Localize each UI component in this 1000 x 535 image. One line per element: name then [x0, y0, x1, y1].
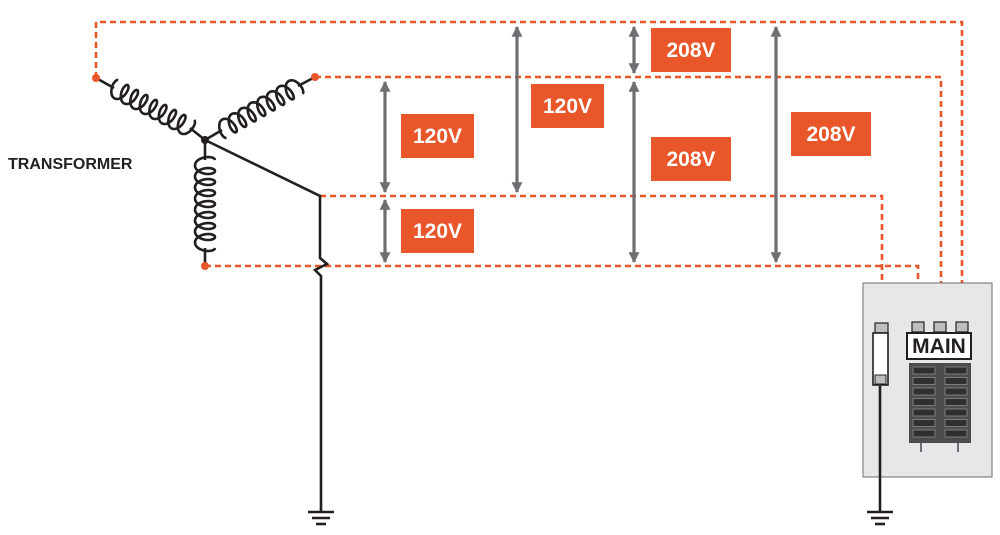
transformer-coils — [95, 75, 316, 266]
voltage-label-120v-lower: 120V — [401, 209, 474, 253]
phase-wires — [94, 20, 964, 322]
breaker-slots — [912, 366, 968, 438]
breaker-slot — [912, 419, 936, 427]
main-terminal-2 — [933, 321, 947, 333]
breaker-slot — [912, 377, 936, 385]
voltage-arrows — [379, 25, 782, 264]
voltage-text-208v-middle: 208V — [666, 148, 715, 171]
terminal-dots — [92, 73, 319, 270]
breaker-slot — [944, 377, 968, 385]
neutral-terminal — [874, 322, 889, 334]
breaker-slot — [912, 398, 936, 406]
breaker-slot — [944, 408, 968, 417]
voltage-text-120v-lower: 120V — [413, 220, 462, 243]
breaker-slot — [944, 429, 968, 438]
breaker-slot — [912, 408, 936, 417]
main-label-box — [906, 332, 972, 360]
neutral-bar — [872, 332, 889, 386]
phase-b-wire — [315, 75, 943, 322]
ground-symbol-panel — [867, 510, 893, 526]
main-terminal-1 — [911, 321, 925, 333]
breaker-slot — [944, 398, 968, 406]
neutral-bar-foot — [874, 374, 887, 385]
breaker-slot — [944, 387, 968, 396]
breaker-slot — [944, 366, 968, 375]
phase-c-wire — [205, 264, 920, 322]
main-terminal-3 — [955, 321, 969, 333]
voltage-text-208v-right: 208V — [806, 123, 855, 146]
voltage-text-120v-upper: 120V — [413, 125, 462, 148]
transformer-label: TRANSFORMER — [8, 156, 133, 173]
neutral-ground-conductor — [204, 138, 330, 510]
breaker-slot — [912, 366, 936, 375]
voltage-label-208v-right: 208V — [791, 112, 871, 156]
terminal-a — [92, 74, 100, 82]
terminal-c — [201, 262, 209, 270]
ground-symbol-transformer — [308, 510, 334, 526]
voltage-label-208v-top: 208V — [651, 28, 731, 72]
breaker-slot — [944, 419, 968, 427]
voltage-label-120v-upper: 120V — [401, 114, 474, 158]
voltage-text-208v-top: 208V — [666, 39, 715, 62]
coil-upper-right — [217, 79, 305, 140]
neutral-wire — [320, 194, 884, 322]
star-point — [201, 136, 209, 144]
main-label: MAIN — [912, 335, 966, 358]
voltage-label-120v-tall: 120V — [531, 84, 604, 128]
coil-upper-left — [110, 78, 197, 136]
voltage-text-120v-tall: 120V — [543, 95, 592, 118]
coil-lower — [193, 155, 217, 253]
main-panel: MAIN — [862, 282, 993, 512]
voltage-label-208v-middle: 208V — [651, 137, 731, 181]
phase-a-wire — [94, 20, 964, 322]
breaker-slot — [912, 429, 936, 438]
terminal-b — [311, 73, 319, 81]
breaker-slot — [912, 387, 936, 396]
